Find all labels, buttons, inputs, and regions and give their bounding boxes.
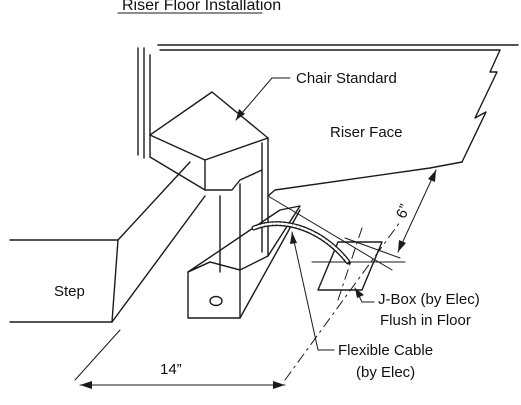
step-bottom-diagonal [111,195,206,323]
chair-standard-label: Chair Standard [296,70,397,87]
jbox-axis [337,227,363,301]
riser-break-line [461,49,501,163]
step-block [9,161,206,323]
cable-label-line1: Flexible Cable [338,342,433,359]
leaders [235,77,375,351]
standard-top-face [149,91,269,161]
chair-standard-leader [235,77,291,121]
dim-6-line [397,169,437,253]
title-block: Riser Floor Installation [117,0,281,14]
riser-face-label: Riser Face [330,124,403,141]
dim-14-extension-left [74,329,121,381]
flexible-cable [251,221,351,265]
dim-14-arrow-right [273,381,285,389]
chair-standard [137,47,301,319]
jbox-label-line1: J-Box (by Elec) [378,291,480,308]
cable-label-line2: (by Elec) [356,364,415,381]
standard-neck [204,169,263,191]
dim-14-arrow-left [80,381,92,389]
diagram-title: Riser Floor Installation [122,0,281,14]
cable-spiral [252,222,350,264]
dim-6-label: 6” [393,202,414,221]
step-top-diagonal [117,161,191,241]
base-plate-front [187,261,241,319]
dim-14-label: 14” [160,361,182,378]
floor-edge-line [267,195,393,271]
dim-6-arrow-bottom [398,240,406,252]
riser-base-line [267,161,463,197]
jbox-label-line2: Flush in Floor [380,312,471,329]
jbox-arrow [355,288,364,298]
centerline-dashed [284,221,401,381]
cable-leader [291,231,335,351]
step-label: Step [54,283,85,300]
base-plate-edge [239,209,301,319]
step-front-edge [111,239,119,323]
labels: Chair Standard Riser Face Step J-Box (by… [54,70,480,381]
bolt-hole-icon [209,295,223,307]
standard-slope-face [149,134,206,191]
cable-arrow [290,232,297,244]
riser [157,44,519,197]
jbox-outline [317,241,383,291]
dim-6-arrow-top [428,170,436,182]
dimension-14: 14” [79,361,286,389]
floor-lines [74,195,406,381]
chair-standard-arrow [236,109,245,120]
dimension-6: 6” [393,169,437,253]
j-box [317,227,383,301]
